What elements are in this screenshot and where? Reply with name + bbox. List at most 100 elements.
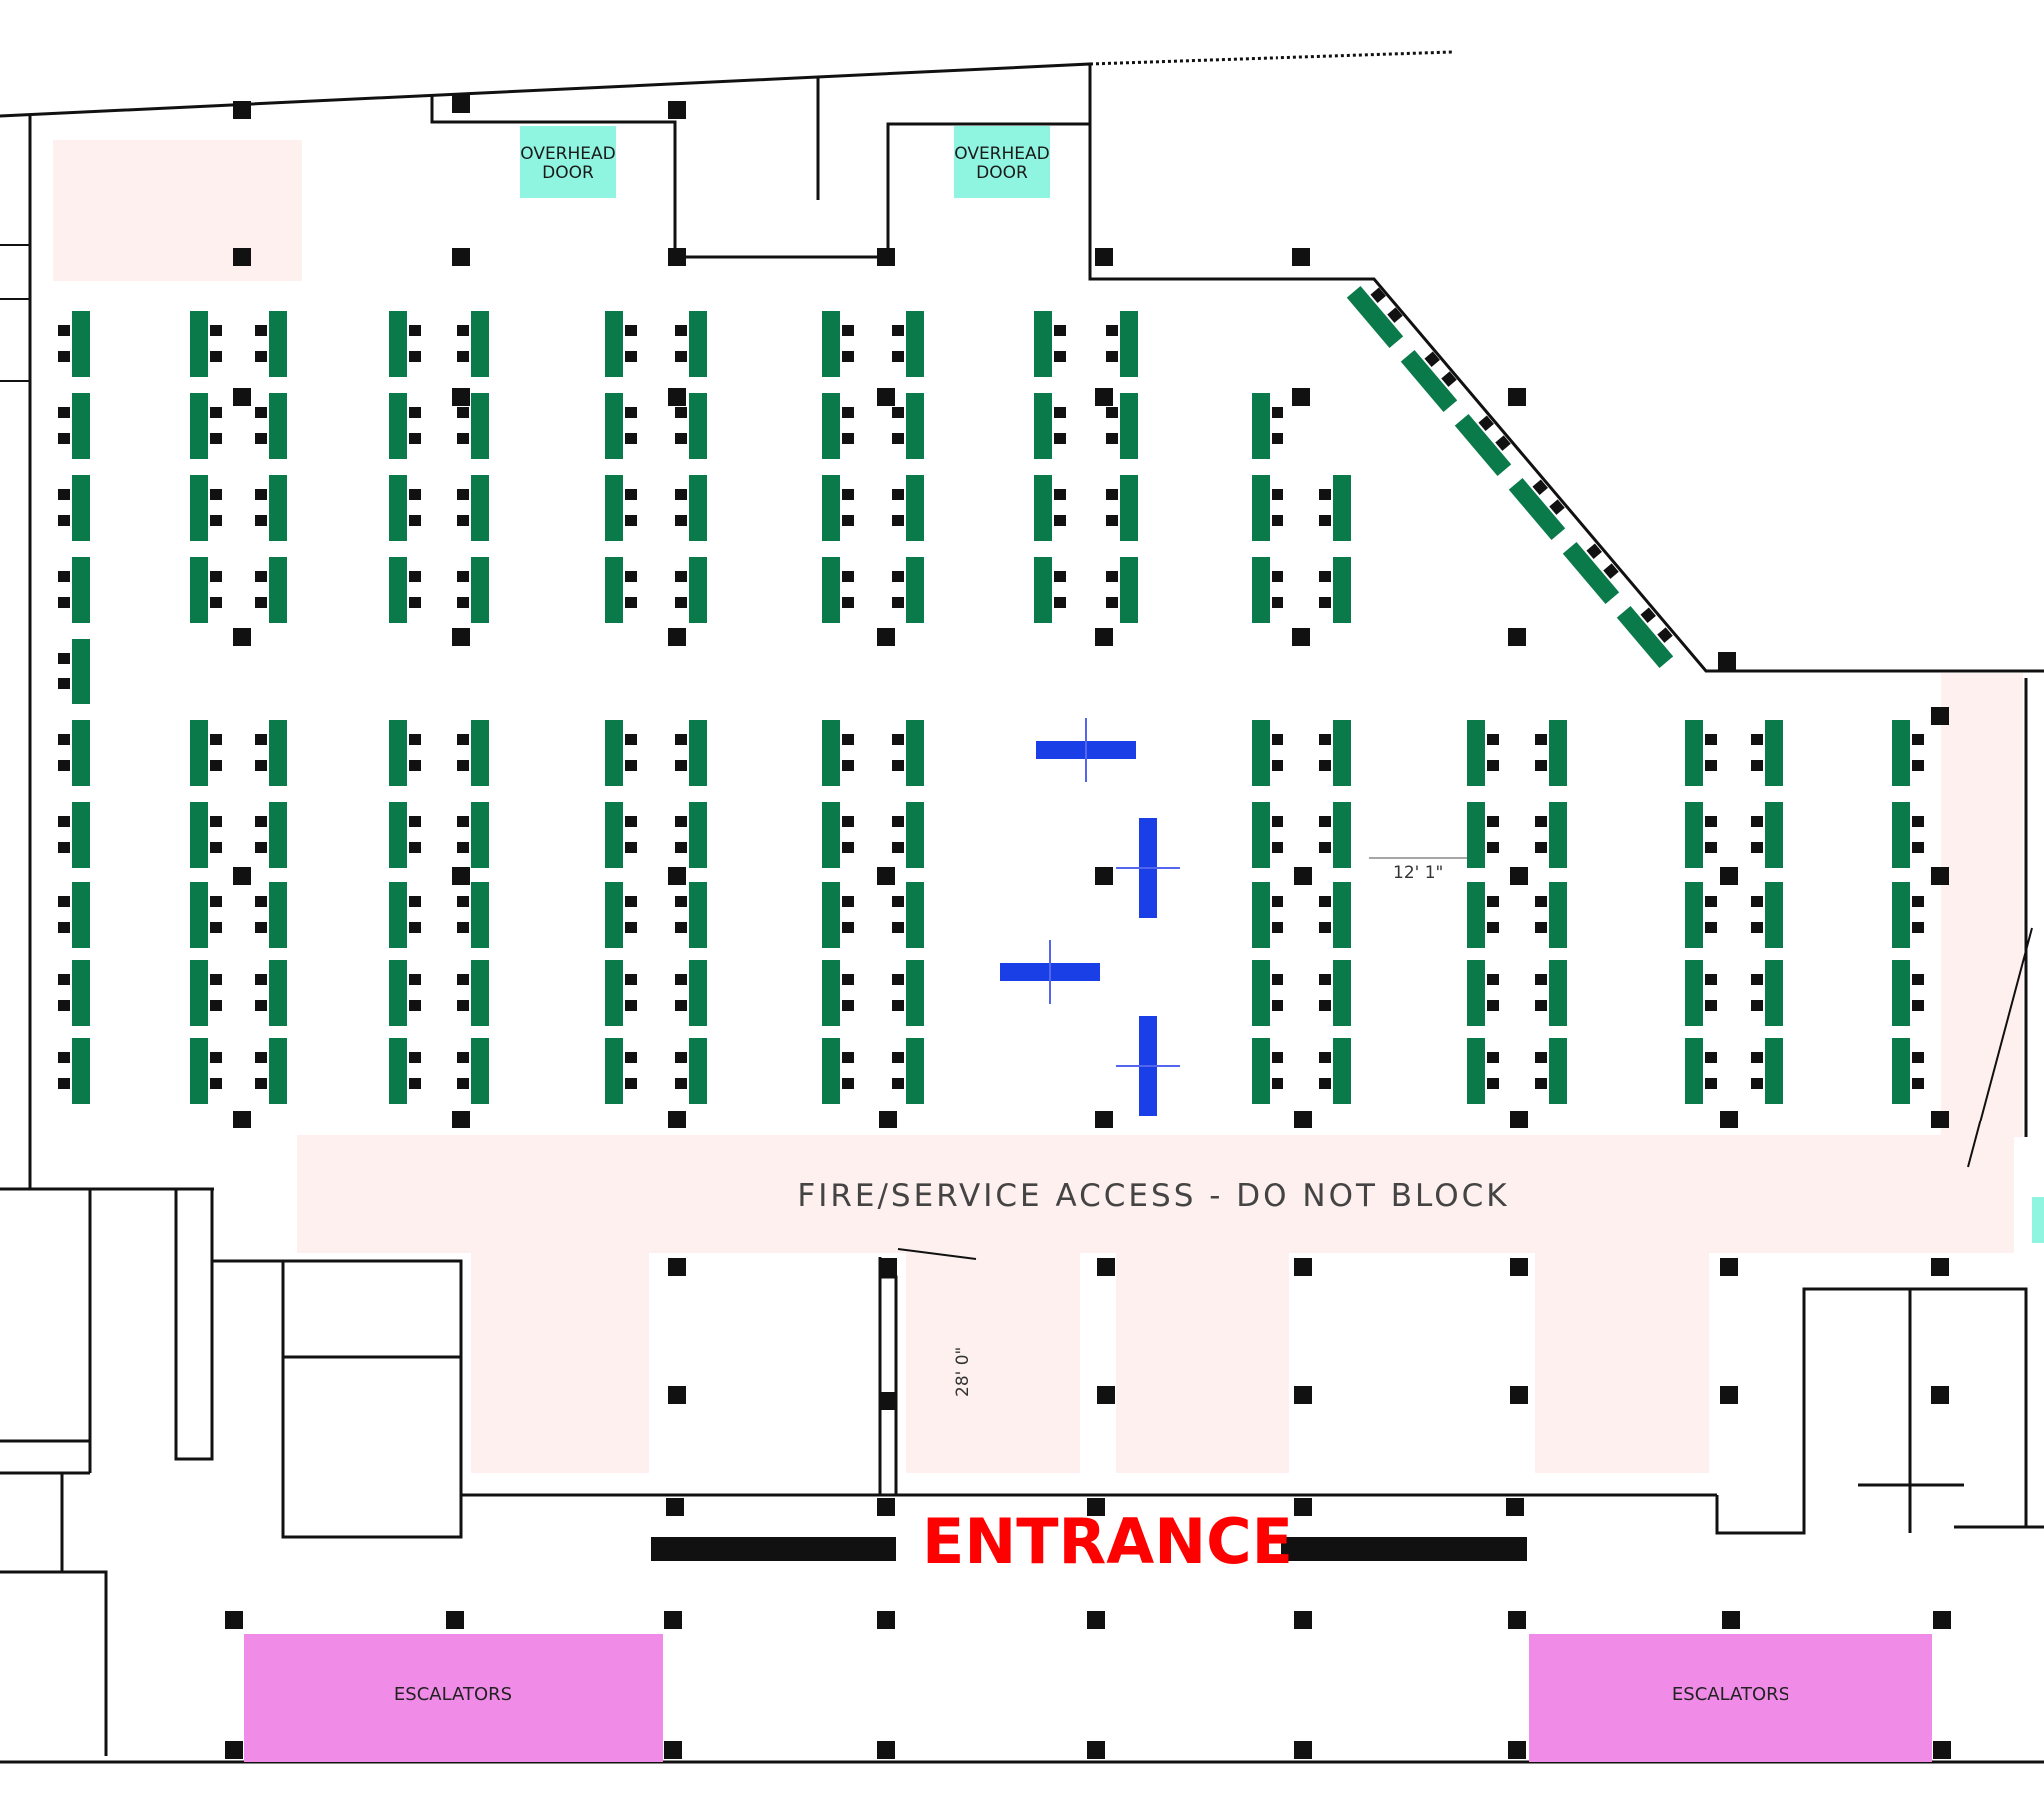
blue-fixture bbox=[1116, 818, 1180, 918]
chair bbox=[1272, 734, 1283, 745]
table bbox=[1549, 1038, 1567, 1104]
table-with-chairs bbox=[457, 960, 489, 1026]
chair bbox=[210, 974, 222, 985]
table-with-chairs bbox=[457, 557, 489, 623]
chair bbox=[675, 760, 687, 771]
table-with-chairs bbox=[605, 882, 637, 948]
chair bbox=[1319, 1052, 1331, 1063]
table bbox=[906, 720, 924, 786]
chair bbox=[842, 489, 854, 500]
column bbox=[1095, 388, 1113, 406]
column bbox=[1933, 1741, 1951, 1759]
column bbox=[446, 1611, 464, 1629]
column bbox=[1931, 867, 1949, 885]
column bbox=[452, 867, 470, 885]
table bbox=[1454, 414, 1512, 476]
chair bbox=[457, 571, 469, 582]
chair bbox=[1272, 760, 1283, 771]
chair bbox=[625, 351, 637, 362]
chair bbox=[842, 896, 854, 907]
columns-layer bbox=[225, 95, 1951, 1759]
column bbox=[1095, 867, 1113, 885]
chair bbox=[1319, 571, 1331, 582]
chair bbox=[210, 1000, 222, 1011]
column bbox=[877, 248, 895, 266]
chair bbox=[675, 351, 687, 362]
column bbox=[233, 248, 251, 266]
table-with-chairs bbox=[1467, 1038, 1499, 1104]
chair bbox=[1549, 499, 1565, 515]
chair bbox=[256, 974, 267, 985]
column bbox=[668, 1258, 686, 1276]
table bbox=[471, 802, 489, 868]
table bbox=[72, 557, 90, 623]
table bbox=[822, 557, 840, 623]
chair bbox=[256, 1052, 267, 1063]
fire-access-lane bbox=[297, 1135, 2014, 1253]
table bbox=[1333, 720, 1351, 786]
chair bbox=[842, 571, 854, 582]
table bbox=[1333, 1038, 1351, 1104]
table-with-chairs bbox=[822, 1038, 854, 1104]
chair bbox=[256, 760, 267, 771]
table-with-chairs bbox=[190, 311, 222, 377]
table bbox=[605, 1038, 623, 1104]
chair bbox=[58, 571, 70, 582]
chair bbox=[1487, 1078, 1499, 1089]
table-with-chairs bbox=[892, 802, 924, 868]
table bbox=[1549, 882, 1567, 948]
table-with-chairs bbox=[256, 393, 287, 459]
chair bbox=[1487, 760, 1499, 771]
table-with-chairs bbox=[1892, 720, 1924, 786]
chair bbox=[625, 734, 637, 745]
table-with-chairs bbox=[1034, 393, 1066, 459]
table-with-chairs bbox=[1034, 475, 1066, 541]
table bbox=[906, 960, 924, 1026]
table bbox=[389, 882, 407, 948]
chair bbox=[1487, 896, 1499, 907]
chair bbox=[1106, 351, 1118, 362]
chair bbox=[1912, 974, 1924, 985]
table bbox=[1333, 557, 1351, 623]
table-with-chairs bbox=[389, 393, 421, 459]
table-with-chairs bbox=[1034, 557, 1066, 623]
table-with-chairs bbox=[190, 882, 222, 948]
chair bbox=[1912, 734, 1924, 745]
chair bbox=[1487, 1052, 1499, 1063]
table bbox=[1685, 1038, 1703, 1104]
column bbox=[1931, 707, 1949, 725]
chair bbox=[58, 734, 70, 745]
chair bbox=[1387, 307, 1403, 323]
chair bbox=[1054, 433, 1066, 444]
table bbox=[1685, 720, 1703, 786]
column bbox=[879, 1111, 897, 1128]
table bbox=[689, 802, 707, 868]
table-with-chairs bbox=[1467, 802, 1499, 868]
chair bbox=[625, 760, 637, 771]
table bbox=[72, 1038, 90, 1104]
chair bbox=[58, 489, 70, 500]
chair bbox=[892, 760, 904, 771]
chair bbox=[457, 489, 469, 500]
table bbox=[389, 1038, 407, 1104]
table-with-chairs bbox=[58, 557, 90, 623]
table-with-chairs bbox=[892, 393, 924, 459]
chair bbox=[1272, 842, 1283, 853]
table-with-chairs bbox=[58, 475, 90, 541]
table bbox=[1120, 311, 1138, 377]
chair bbox=[1272, 515, 1283, 526]
chair bbox=[409, 760, 421, 771]
chair bbox=[1912, 922, 1924, 933]
table bbox=[1333, 802, 1351, 868]
chair bbox=[409, 1052, 421, 1063]
table-with-chairs bbox=[1467, 882, 1499, 948]
chair bbox=[1487, 734, 1499, 745]
table bbox=[1467, 802, 1485, 868]
table-with-chairs bbox=[675, 311, 707, 377]
chair bbox=[210, 842, 222, 853]
table-with-chairs bbox=[1751, 720, 1783, 786]
table-with-chairs bbox=[256, 557, 287, 623]
table bbox=[822, 882, 840, 948]
table-with-chairs bbox=[1892, 960, 1924, 1026]
chair bbox=[892, 351, 904, 362]
